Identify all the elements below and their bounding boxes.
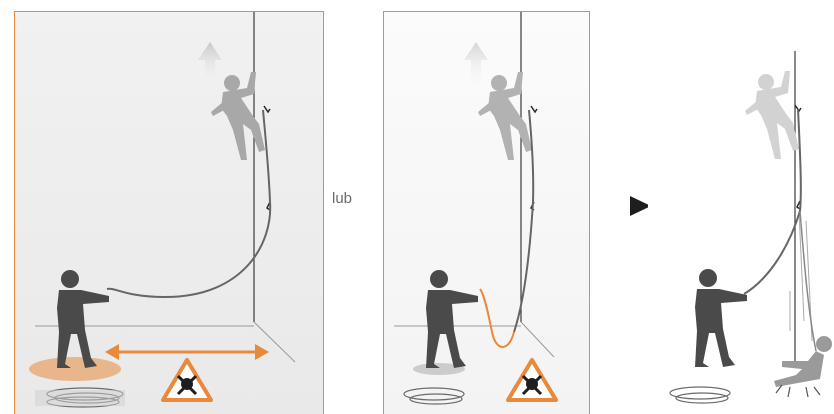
panel-fall-consequence — [648, 11, 834, 414]
panel-3-illustration — [648, 11, 834, 414]
belayer-figure — [57, 270, 109, 368]
belayer-highlight — [29, 357, 121, 381]
climber-figure — [478, 72, 532, 160]
belayer-figure — [695, 269, 747, 367]
panel-2-illustration — [384, 12, 590, 414]
panel-taut-rope — [383, 11, 590, 414]
impact-lines — [776, 385, 820, 397]
separator-label: lub — [332, 190, 372, 207]
up-arrow-icon — [198, 42, 222, 92]
warning-skull-icon — [163, 360, 211, 400]
warning-skull-icon — [508, 360, 556, 400]
climber-ghost-figure — [745, 71, 799, 159]
rope-taut-segment — [480, 289, 514, 347]
belayer-figure — [426, 270, 478, 368]
rope-pile — [670, 387, 730, 403]
panel-slack-rope — [14, 11, 324, 414]
panel-1-illustration — [15, 12, 324, 414]
rope-pile — [404, 388, 464, 404]
fallen-climber-figure — [774, 336, 832, 387]
up-arrow-icon — [464, 42, 488, 92]
distance-arrow — [105, 344, 269, 360]
rope — [107, 110, 270, 297]
climber-figure — [211, 72, 265, 160]
